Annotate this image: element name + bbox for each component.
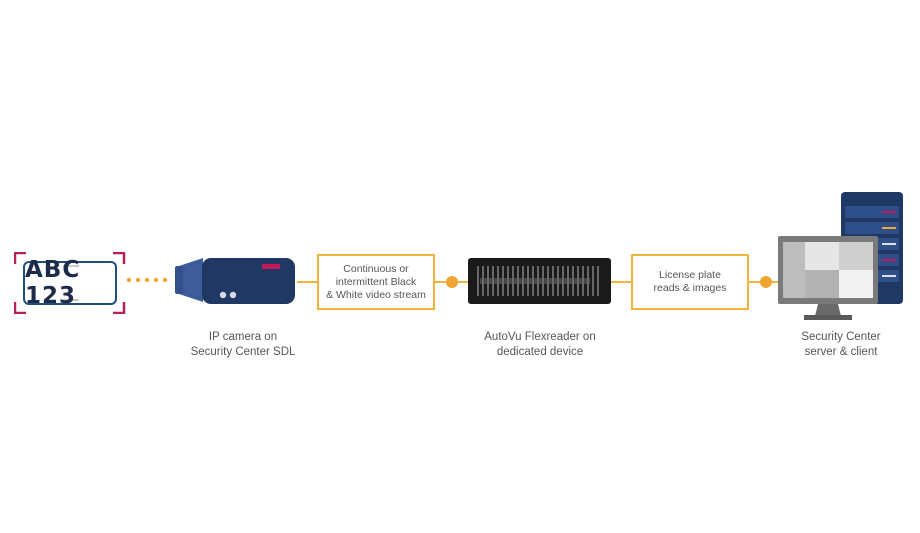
server-caption: Security Center server & client [801,331,881,358]
camera-caption: IP camera on Security Center SDL [190,331,296,358]
server-client-icon [778,192,903,320]
dotted-connector [126,277,168,283]
connector-dot [446,276,458,288]
plate-reads-box: License plate reads & images [631,254,749,310]
video-stream-box: Continuous or intermittent Black & White… [317,254,435,310]
plate-reads-label: License plate reads & images [653,269,727,294]
connector-line [611,281,632,283]
ip-camera-icon [175,258,295,304]
flexreader-device-icon [468,258,611,304]
plate-corner-brackets [14,252,126,314]
license-plate-graphic: ABC 123 [14,252,126,314]
plate-number: ABC 123 [25,257,81,309]
connector-dot [760,276,772,288]
connector-line [297,281,318,283]
video-stream-label: Continuous or intermittent Black & White… [326,262,426,301]
license-plate: ABC 123 [23,257,117,309]
flexreader-caption: AutoVu Flexreader on dedicated device [484,331,596,358]
